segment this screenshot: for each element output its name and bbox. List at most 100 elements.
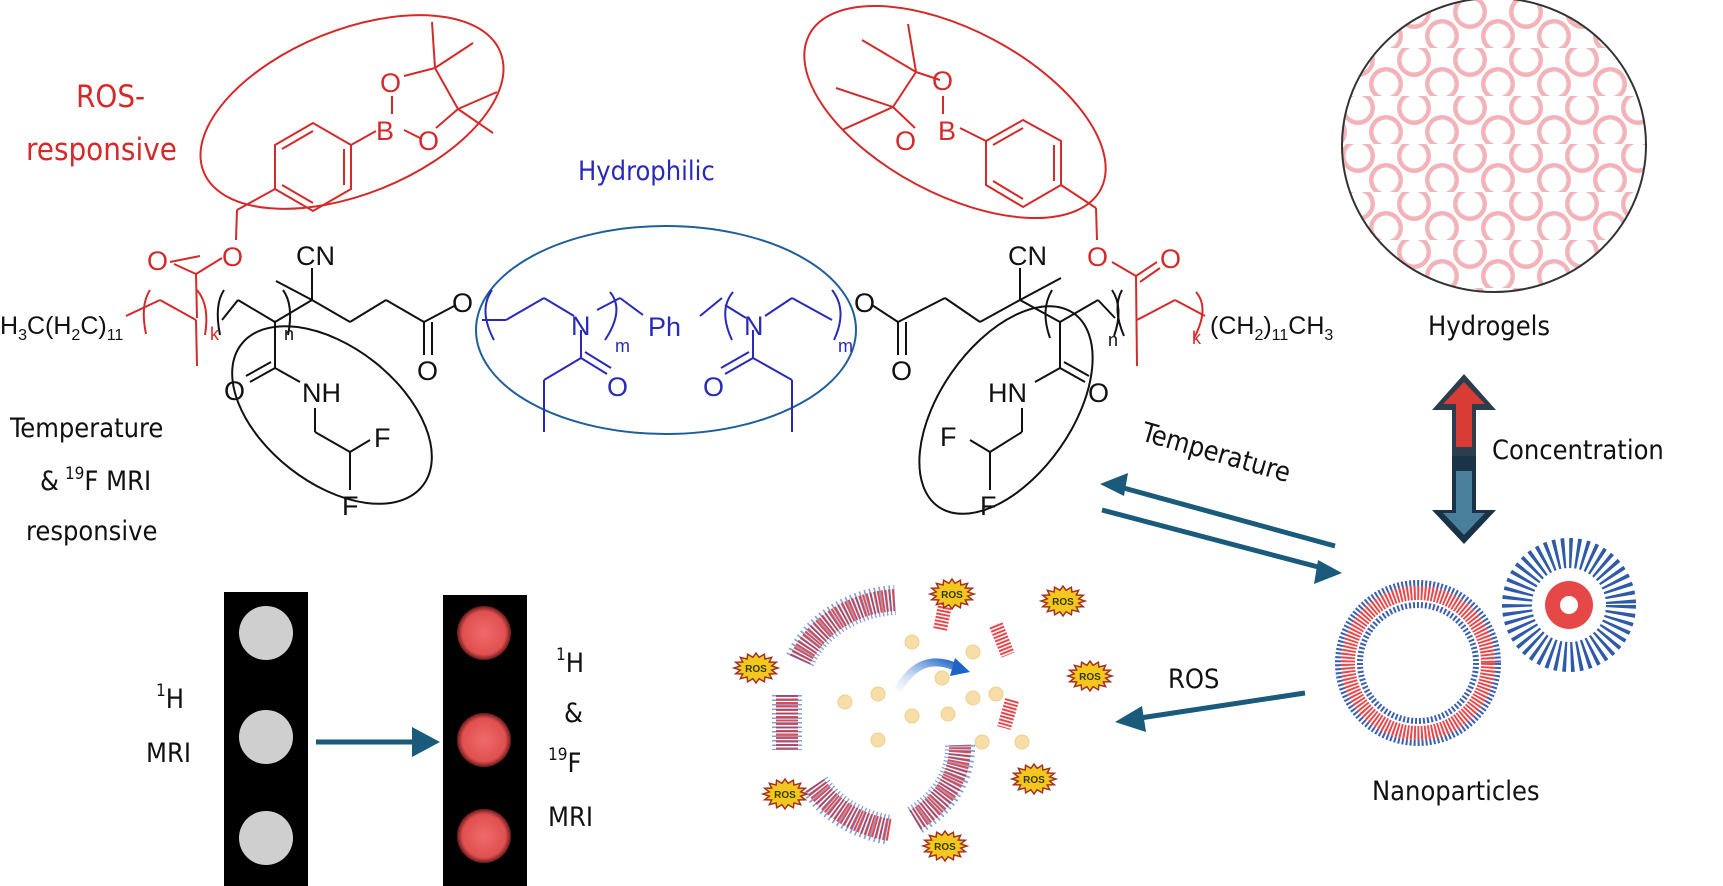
atom-o: O bbox=[380, 68, 401, 98]
release-curve-arrow bbox=[894, 658, 960, 693]
hydrophilic-chain bbox=[482, 289, 842, 432]
right-temperature-ellipse bbox=[918, 305, 1094, 515]
atom-n: N bbox=[744, 311, 764, 341]
atom-o: O bbox=[607, 372, 628, 402]
atom-o: O bbox=[854, 288, 875, 318]
svg-text:19F: 19F bbox=[548, 745, 581, 779]
nanoparticles-label: Nanoparticles bbox=[1372, 776, 1540, 807]
atom-o: O bbox=[1160, 244, 1181, 274]
atom-o: O bbox=[703, 372, 724, 402]
left-benzene-ring bbox=[274, 121, 352, 213]
disrupted-vesicle bbox=[772, 585, 1019, 845]
repeat-m: m bbox=[615, 336, 630, 356]
repeat-k: k bbox=[210, 324, 220, 344]
release-arrowhead bbox=[950, 658, 970, 676]
left-backbone-atoms: CN n O O O NH F F bbox=[224, 241, 473, 521]
ros-responsive-line1: ROS- bbox=[76, 79, 145, 115]
mri-spot bbox=[239, 811, 293, 865]
repeat-k: k bbox=[1192, 328, 1202, 348]
ros-burst: ROS bbox=[731, 651, 781, 685]
atom-o: O bbox=[224, 376, 245, 406]
atom-f: F bbox=[940, 422, 957, 452]
ros-burst-shape bbox=[731, 651, 781, 685]
ros-burst-shape bbox=[1065, 659, 1115, 693]
hydrogel-circle bbox=[1341, 0, 1647, 293]
arrow-up-red bbox=[1443, 382, 1485, 447]
right-ros-moiety bbox=[803, 4, 1107, 241]
mri-transition-arrow bbox=[316, 727, 440, 757]
hydrophilic-ellipse bbox=[475, 225, 857, 435]
ros-burst-label: ROS bbox=[1079, 672, 1101, 683]
repeat-m: m bbox=[838, 336, 853, 356]
atom-o: O bbox=[147, 246, 168, 276]
micelle-nanoparticle bbox=[1502, 538, 1636, 672]
repeat-n: n bbox=[1108, 330, 1118, 350]
ros-burst-shape bbox=[1038, 584, 1088, 618]
ros-burst-label: ROS bbox=[774, 790, 796, 801]
mri-spot bbox=[239, 710, 293, 764]
temp-mri-line1: Temperature bbox=[9, 413, 163, 444]
temperature-equilibrium-arrows bbox=[1100, 473, 1342, 584]
atom-o: O bbox=[452, 288, 473, 318]
atom-cn: CN bbox=[1008, 241, 1047, 271]
atom-cn: CN bbox=[296, 241, 335, 271]
svg-text:1H: 1H bbox=[556, 645, 584, 679]
ros-burst-shape bbox=[920, 829, 970, 863]
atom-b: B bbox=[376, 116, 394, 146]
atom-o: O bbox=[895, 126, 916, 156]
ros-burst: ROS bbox=[1065, 659, 1115, 693]
left-boronate-atoms: O B O bbox=[376, 68, 439, 156]
atom-f: F bbox=[980, 491, 997, 521]
ros-burst: ROS bbox=[920, 829, 970, 863]
left-black-backbone bbox=[216, 268, 457, 490]
arrow-down-blue bbox=[1443, 471, 1485, 535]
atom-hn: HN bbox=[988, 378, 1027, 408]
svg-text:H3C(H2C)11: H3C(H2C)11 bbox=[0, 312, 123, 344]
mri-1h-label: 1H MRI bbox=[146, 681, 191, 769]
ros-burst-label: ROS bbox=[1052, 597, 1074, 608]
mri-spot bbox=[239, 606, 293, 660]
mri-spot bbox=[457, 713, 511, 767]
hydrogels-label: Hydrogels bbox=[1428, 311, 1550, 342]
vesicle-nanoparticle bbox=[1335, 580, 1501, 746]
repeat-n: n bbox=[284, 324, 294, 344]
mri-spot bbox=[457, 809, 511, 863]
atom-o: O bbox=[1088, 378, 1109, 408]
mri-spot bbox=[457, 606, 511, 660]
atom-f: F bbox=[374, 423, 391, 453]
left-ester-atoms: O O k bbox=[147, 242, 243, 344]
left-temperature-ellipse bbox=[231, 325, 433, 505]
ros-burst-label: ROS bbox=[1023, 775, 1045, 786]
atom-b: B bbox=[938, 116, 956, 146]
concentration-label: Concentration bbox=[1492, 435, 1664, 466]
atom-o: O bbox=[1087, 242, 1108, 272]
ros-burst: ROS bbox=[1038, 584, 1088, 618]
ros-burst-label: ROS bbox=[745, 664, 767, 675]
hydrophilic-label: Hydrophilic bbox=[578, 156, 715, 187]
right-red-backbone bbox=[1111, 261, 1206, 367]
mri-panel-1h-19f bbox=[443, 595, 527, 886]
ros-burst: ROS bbox=[1009, 762, 1059, 796]
ros-arrow-label: ROS bbox=[1168, 664, 1219, 695]
atom-f: F bbox=[342, 491, 359, 521]
temp-mri-line2: &19F MRI bbox=[40, 464, 151, 497]
right-ros-ellipse bbox=[803, 4, 1107, 220]
ros-burst-shape bbox=[927, 577, 977, 611]
right-boronate-atoms: O B O O O k bbox=[895, 66, 1202, 348]
right-black-backbone bbox=[871, 268, 1125, 490]
left-end-group: H3C(H2C)11 bbox=[0, 312, 123, 344]
ros-burst: ROS bbox=[760, 777, 810, 811]
left-ros-moiety bbox=[199, 14, 505, 241]
ros-responsive-line2: responsive bbox=[26, 132, 177, 168]
phenyl-group: Ph bbox=[648, 312, 681, 342]
hydrophilic-atoms: N m Ph N m O O bbox=[571, 311, 853, 402]
temp-mri-line3: responsive bbox=[26, 516, 157, 547]
right-benzene-ring bbox=[985, 118, 1062, 209]
temperature-mri-label: Temperature &19F MRI responsive bbox=[9, 413, 163, 547]
svg-text:1H: 1H bbox=[156, 681, 184, 715]
svg-text:MRI: MRI bbox=[146, 738, 191, 769]
ros-burst-shape bbox=[1009, 762, 1059, 796]
right-end-group: (CH2)11CH3 bbox=[1210, 312, 1333, 344]
left-red-backbone bbox=[125, 255, 223, 367]
